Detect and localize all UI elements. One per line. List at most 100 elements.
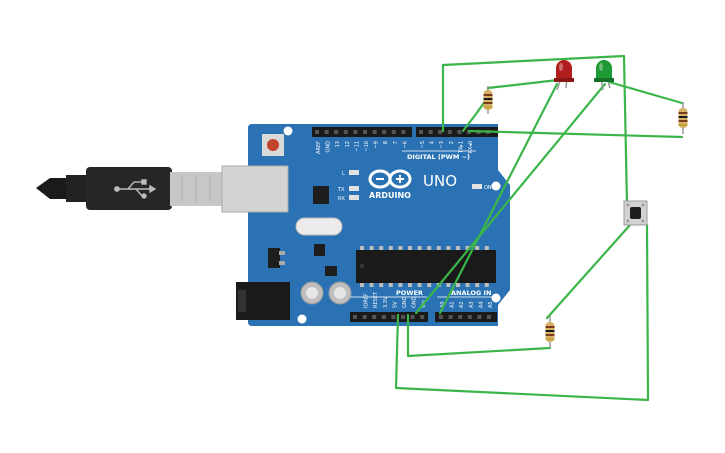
wire-pin2-to-resistor[interactable] — [467, 129, 684, 139]
header-hole[interactable] — [363, 130, 367, 134]
wire-gnd-to-red-led[interactable] — [438, 82, 559, 315]
header-hole[interactable] — [447, 130, 452, 134]
pin-label: A3 — [469, 301, 475, 308]
header-hole[interactable] — [324, 130, 329, 134]
header-hole[interactable] — [420, 315, 425, 319]
pin-label: ~11 — [354, 141, 360, 152]
analog-header-label: ANALOG IN — [451, 289, 491, 297]
header-hole[interactable] — [438, 130, 443, 134]
pushbutton-cap — [630, 207, 641, 219]
pin-label: 2 — [449, 141, 455, 144]
brand-label: ARDUINO — [369, 191, 411, 200]
header-hole[interactable] — [401, 130, 406, 134]
voltage-regulator — [268, 248, 280, 268]
microcontroller-chip — [356, 250, 496, 283]
header-hole[interactable] — [353, 315, 357, 319]
red-led[interactable] — [554, 60, 574, 91]
pin-label: AREF — [316, 141, 322, 154]
wire-green-led-to-resistor[interactable] — [607, 80, 684, 105]
resistor-3[interactable] — [545, 316, 555, 348]
resistor-1[interactable] — [483, 86, 493, 114]
pin-label: A4 — [478, 301, 484, 308]
pin-label: GND — [412, 296, 418, 308]
header-hole[interactable] — [353, 130, 358, 134]
usb-b-jack — [221, 165, 289, 213]
header-hole[interactable] — [457, 130, 462, 134]
usb-cable[interactable] — [36, 167, 222, 210]
resistor-2[interactable] — [678, 102, 688, 134]
red-led-body — [556, 60, 572, 80]
wire-pin5-to-button[interactable] — [441, 54, 629, 207]
header-hole[interactable] — [372, 315, 377, 319]
wire-gnd-to-green-led[interactable] — [414, 82, 607, 315]
header-hole[interactable] — [382, 130, 387, 134]
pin-label: IOREF — [364, 293, 370, 308]
green-led[interactable] — [594, 60, 614, 91]
pin-label: A2 — [459, 301, 465, 308]
pin-label: 12 — [345, 141, 351, 147]
header-hole[interactable] — [428, 130, 433, 134]
reset-button-cap — [267, 139, 279, 151]
wire-5v-to-resistor[interactable] — [406, 313, 552, 358]
header-hole[interactable] — [391, 130, 396, 134]
crystal-oscillator — [295, 217, 343, 236]
header-hole[interactable] — [343, 130, 348, 134]
pin-label: A1 — [450, 301, 456, 308]
mounting-hole — [491, 181, 501, 191]
pin-label: GND — [326, 141, 332, 153]
pin-label: RESET — [373, 291, 379, 308]
arduino-infinity-logo-icon — [368, 169, 412, 189]
pin-label: ~6 — [402, 141, 408, 148]
indicator-tx-label: TX — [337, 187, 345, 193]
pin-label: ~3 — [439, 141, 445, 148]
header-hole[interactable] — [439, 315, 443, 319]
power-header — [350, 312, 428, 322]
mounting-hole — [297, 314, 307, 324]
indicator-rx-led — [349, 195, 359, 200]
header-hole[interactable] — [467, 315, 472, 319]
analog-header — [435, 312, 497, 322]
header-hole[interactable] — [372, 130, 377, 134]
usb-symbol-icon — [114, 179, 157, 199]
header-hole[interactable] — [487, 315, 491, 319]
header-hole[interactable] — [477, 315, 482, 319]
green-led-body — [596, 60, 612, 80]
digital-header-left — [312, 127, 412, 137]
header-hole[interactable] — [315, 130, 319, 134]
header-hole[interactable] — [362, 315, 367, 319]
indicator-tx-led — [349, 186, 359, 191]
wire-gnd-to-button[interactable] — [394, 223, 650, 402]
model-label: UNO — [423, 172, 457, 190]
mounting-hole — [283, 126, 293, 136]
pin-label: 4 — [430, 141, 436, 144]
indicator-l-led — [349, 170, 359, 175]
header-hole[interactable] — [419, 130, 423, 134]
digital-header-right — [416, 127, 498, 137]
wires[interactable] — [394, 54, 684, 402]
pin-label: GND — [402, 296, 408, 308]
pin-label: 13 — [335, 141, 341, 147]
wire-pin3-to-red-led[interactable] — [461, 78, 560, 133]
pin-label: 5V — [392, 301, 398, 308]
header-hole[interactable] — [381, 315, 386, 319]
header-hole[interactable] — [448, 315, 453, 319]
indicator-on-led — [472, 184, 482, 189]
wire-button-to-resistor[interactable] — [545, 223, 632, 320]
header-hole[interactable] — [410, 315, 415, 319]
header-hole[interactable] — [458, 315, 463, 319]
pushbutton[interactable] — [623, 200, 648, 226]
pin-label: RX◂0 — [468, 141, 474, 154]
header-hole[interactable] — [391, 315, 396, 319]
pin-label: ~5 — [420, 141, 426, 148]
power-header-label: POWER — [396, 289, 423, 297]
header-hole[interactable] — [334, 130, 339, 134]
pin-label: ~10 — [364, 141, 370, 152]
usb-interface-chip — [313, 186, 329, 204]
header-hole[interactable] — [401, 315, 405, 319]
pin-label: ~9 — [374, 141, 380, 148]
indicator-rx-label: RX — [338, 196, 345, 202]
